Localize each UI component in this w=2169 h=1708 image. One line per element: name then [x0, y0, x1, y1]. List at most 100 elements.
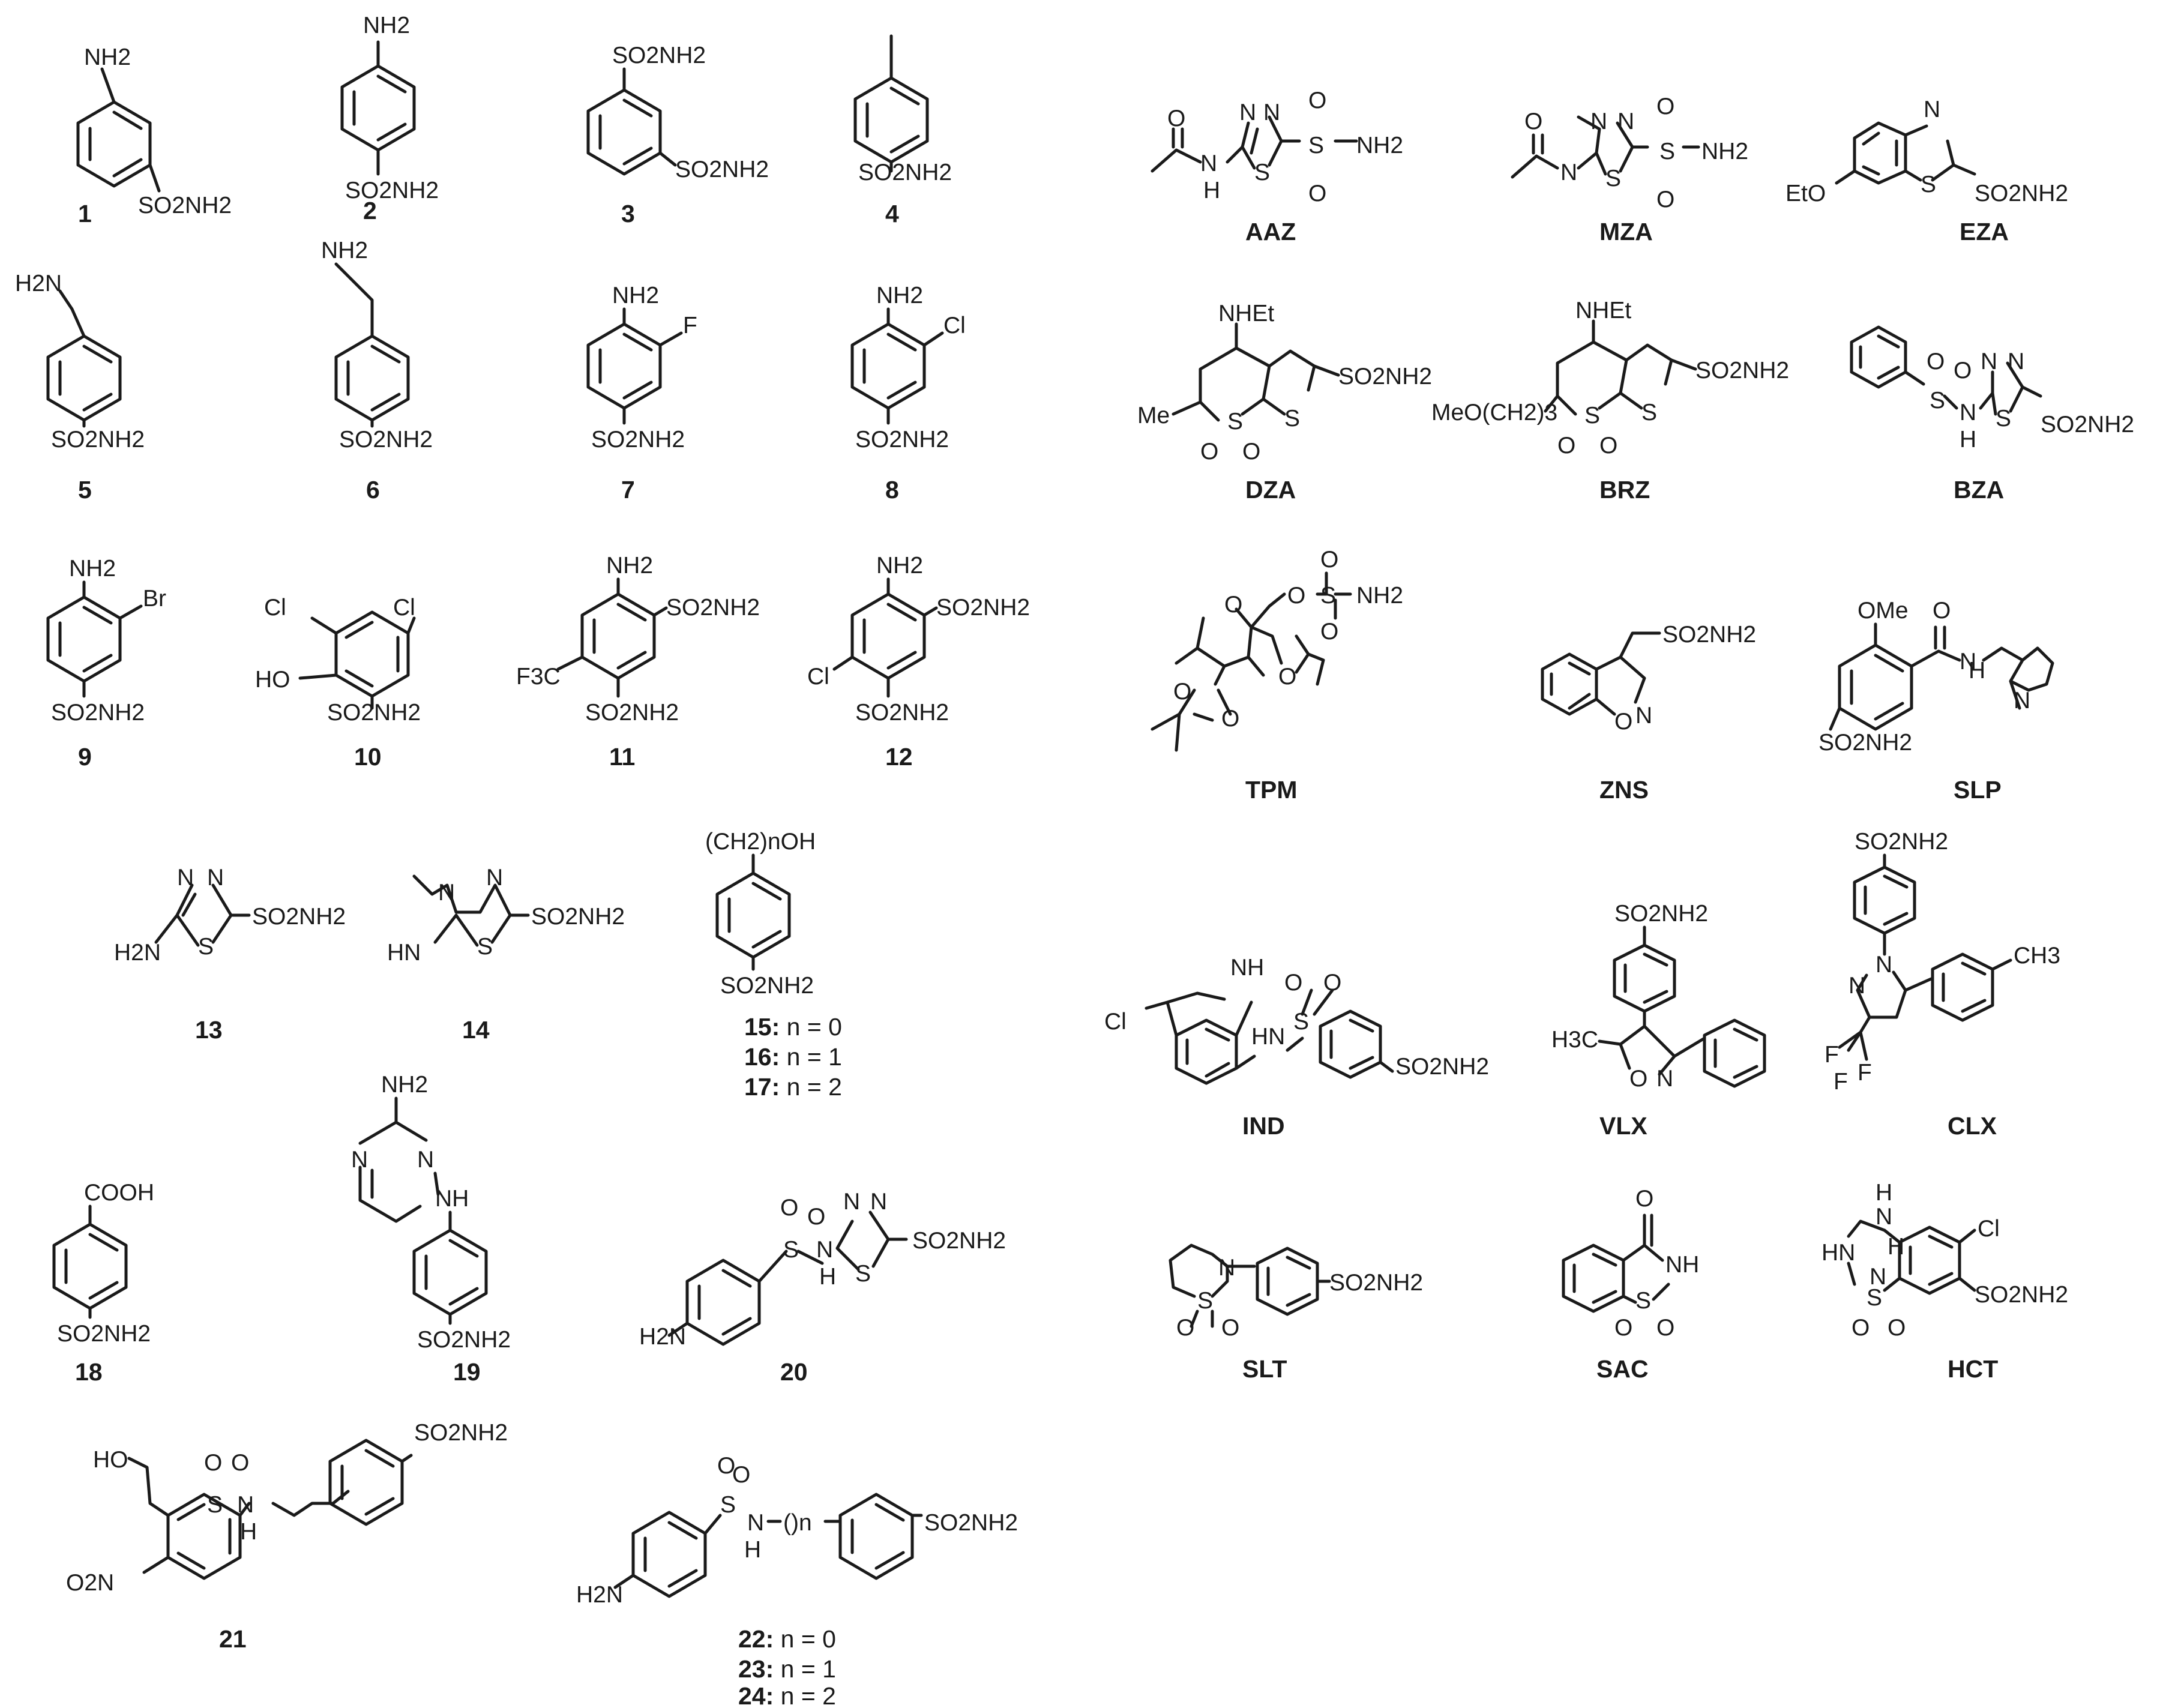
compound-15-17: (CH2)nOH SO2NH2 15: n = 0 16: n = 1 17: … [705, 829, 842, 1101]
compound-id: 7 [621, 476, 635, 504]
compound-id: AAZ [1245, 218, 1296, 245]
amino-label: NH2 [381, 1072, 428, 1098]
sulfonyl-oxygen-label: O [1614, 1315, 1632, 1341]
compound-HCT: H N Cl HN N H S O O SO2NH2 HCT [1822, 1180, 2068, 1383]
amide-hydrogen-label: H [1969, 658, 1985, 684]
amide-hydrogen-label: H [744, 1537, 761, 1563]
amide-nitrogen-label: N [1200, 151, 1217, 176]
sulfonamide-label: SO2NH2 [912, 1228, 1006, 1254]
nitro-label: O2N [66, 1570, 114, 1596]
compound-id: 6 [366, 476, 380, 504]
compound-id: 2 [363, 197, 377, 224]
ring-nitrogen-label: N [1263, 100, 1280, 125]
compound-id: 10 [354, 743, 382, 771]
series-row-24: 24: n = 2 [738, 1682, 836, 1708]
sulfonyl-sulfur-label: S [1308, 133, 1324, 158]
sulfonamide-label: SO2NH2 [1614, 901, 1708, 927]
sulfonamide-label: SO2NH2 [1395, 1054, 1489, 1080]
sulfonyl-oxygen-label: O [1308, 181, 1326, 206]
ring-nitrogen-label: N [1870, 1264, 1886, 1290]
sulfonyl-sulfur-label: S [783, 1237, 799, 1263]
ring-nitrogen-label: N [486, 865, 503, 891]
methyl-label: H3C [1551, 1027, 1598, 1053]
ring-nitrogen-label: N [1635, 703, 1652, 729]
series-row-22: 22: n = 0 [738, 1625, 836, 1653]
sulfonyl-oxygen-label: O [231, 1450, 249, 1476]
sulfonyl-oxygen-label: O [1323, 970, 1341, 996]
amino-label: H2N [576, 1582, 623, 1608]
series-row-17: 17: n = 2 [744, 1073, 842, 1101]
ring-sulfur-label: S [198, 934, 214, 960]
amino-label: NH2 [363, 13, 410, 38]
carbonyl-oxygen-label: O [1635, 1186, 1653, 1212]
compound-CLX: SO2NH2 N N CH3 F F F CLX [1825, 829, 2060, 1140]
dioxolane-oxygen-label: O [1221, 706, 1239, 732]
fluoro-label: F [1858, 1060, 1872, 1086]
sulfonamide-label: SO2NH2 [858, 160, 952, 185]
pyran-oxygen-label: O [1224, 592, 1242, 618]
compound-id: 3 [621, 200, 635, 227]
compound-19: NH2 N N NH SO2NH2 19 [351, 1072, 511, 1386]
ring-sulfur-label: S [1284, 406, 1300, 432]
ring-sulfur-label: S [855, 1261, 871, 1287]
sulfonamide-label: SO2NH2 [51, 427, 145, 453]
aminoethyl-label: NH2 [321, 238, 368, 263]
chloro-label: Cl [1104, 1009, 1127, 1035]
amide-hydrogen-label: H [819, 1264, 836, 1290]
dioxolane-oxygen-label: O [1320, 619, 1338, 645]
ring-sulfur-label: S [1996, 406, 2011, 432]
ethoxy-label: EtO [1785, 181, 1826, 206]
sulfonamide-label: SO2NH2 [720, 973, 814, 999]
sulfone-sulfur-label: S [1227, 409, 1243, 435]
sulfonyl-oxygen-label: O [1656, 1315, 1674, 1341]
sulfonyl-oxygen-label: O [1656, 187, 1674, 212]
sulfonamide-label: SO2NH2 [2041, 412, 2134, 438]
ring-nitrogen-label: N [438, 880, 455, 906]
chloro-label: Cl [807, 664, 829, 690]
chloro-label-right: Cl [393, 595, 415, 621]
sulfonamide-label-right: SO2NH2 [675, 157, 769, 182]
compound-SLT: N S O O SO2NH2 SLT [1169, 1243, 1423, 1383]
sulfonyl-oxygen-label: O [807, 1204, 825, 1230]
compound-id: DZA [1245, 476, 1296, 504]
compound-6: NH2 SO2NH2 6 [321, 238, 433, 504]
compound-id: 1 [78, 200, 92, 227]
sulfonyl-oxygen-label: O [717, 1453, 735, 1479]
compound-12: NH2 SO2NH2 Cl SO2NH2 12 [807, 553, 1030, 771]
compound-id: SAC [1596, 1355, 1649, 1383]
sulfonamide-label: SO2NH2 [591, 427, 685, 453]
hydroxy-label: HO [255, 667, 290, 693]
ring-nh-label: HN [1822, 1240, 1855, 1266]
series-row-16: 16: n = 1 [744, 1043, 842, 1071]
ring-sulfur-label: S [1605, 166, 1621, 191]
compound-4: SO2NH2 4 [853, 34, 952, 227]
isoxazole-nitrogen-label: N [1656, 1066, 1673, 1092]
sultam-oxygen-label: O [1176, 1315, 1194, 1341]
compound-BRZ: NHEt S SO2NH2 MeO(CH2)3 S O O BRZ [1431, 298, 1789, 504]
sulfonamide-label: SO2NH2 [1338, 364, 1432, 389]
methoxypropyl-label: MeO(CH2)3 [1431, 400, 1557, 425]
chloro-label-left: Cl [264, 595, 286, 621]
sulfonamide-label: SO2NH2 [924, 1510, 1018, 1536]
amino-label: H2N [114, 940, 161, 966]
amino-label: NH2 [606, 553, 653, 579]
hydroxy-label: HO [93, 1447, 128, 1473]
sulfonyl-oxygen-label: O [1656, 94, 1674, 119]
compound-id: 20 [780, 1358, 808, 1386]
pyrazole-nitrogen-label: N [1849, 973, 1865, 999]
ring-nitrogen-label: N [207, 865, 224, 891]
compound-ZNS: SO2NH2 N O ZNS [1541, 622, 1756, 804]
ring-nitrogen-label: N [351, 1147, 368, 1173]
compound-10: Cl Cl HO SO2NH2 10 [255, 595, 421, 771]
methoxy-label: OMe [1858, 598, 1909, 624]
sulfonyl-sulfur-label: S [720, 1492, 736, 1518]
compound-id: BZA [1954, 476, 2004, 504]
sulfonamide-label: SO2NH2 [138, 193, 232, 218]
compound-7: NH2 F SO2NH2 7 [586, 283, 697, 504]
sulfonamide-label-right: SO2NH2 [936, 595, 1030, 621]
compound-id: TPM [1245, 776, 1298, 804]
sulfonyl-sulfur-label: S [207, 1492, 223, 1518]
ring-nitrogen-label: N [870, 1189, 887, 1215]
sulfonamide-label: SO2NH2 [252, 904, 346, 930]
compound-SAC: O NH S O O SAC [1562, 1186, 1699, 1383]
